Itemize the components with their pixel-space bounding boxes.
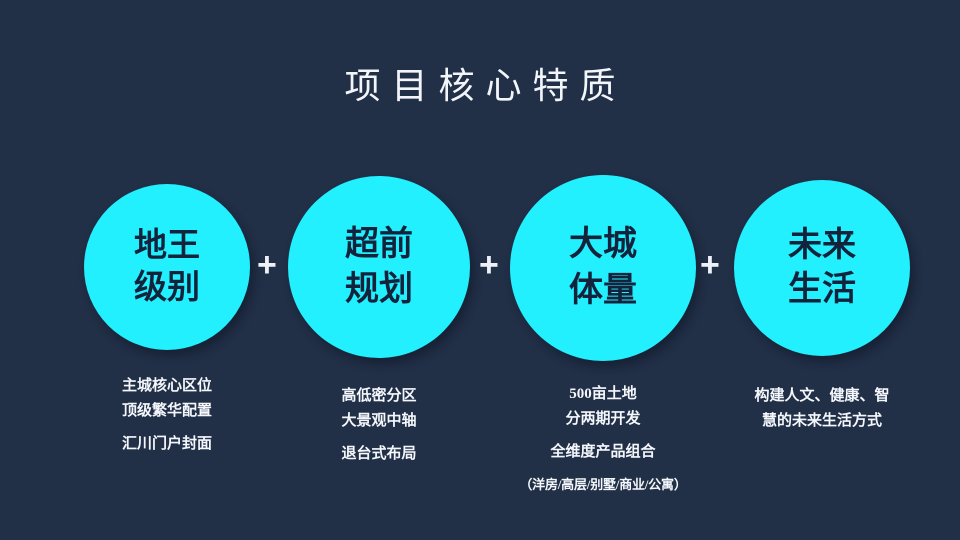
feature-caption-3-line-3: 全维度产品组合	[550, 444, 656, 460]
feature-caption-3-line-2: 分两期开发	[565, 411, 641, 427]
feature-caption-1-line-3: 汇川门户封面	[121, 436, 212, 452]
feature-bubble-1-line-1: 地王	[134, 228, 200, 264]
plus-icon-2: +	[479, 246, 499, 284]
feature-bubble-1-line-2: 级别	[134, 270, 200, 306]
feature-caption-1: 主城核心区位 顶级繁华配置 汇川门户封面	[67, 374, 267, 457]
feature-bubble-4-line-2: 生活	[788, 271, 856, 308]
feature-bubble-2-line-2: 规划	[345, 271, 413, 308]
page-title: 项目核心特质	[344, 66, 627, 106]
feature-bubble-4[interactable]: 未来 生活	[734, 180, 910, 356]
feature-caption-4-line-1: 构建人文、健康、智	[754, 388, 890, 404]
feature-caption-2-line-3: 退台式布局	[341, 446, 417, 462]
feature-column-2: 超前 规划 高低密分区 大景观中轴 退台式布局	[279, 175, 479, 467]
feature-bubble-4-line-1: 未来	[788, 227, 856, 264]
feature-caption-2: 高低密分区 大景观中轴 退台式布局	[279, 384, 479, 467]
feature-bubble-2[interactable]: 超前 规划	[288, 176, 470, 358]
feature-caption-1-line-1: 主城核心区位	[121, 378, 212, 394]
feature-caption-2-line-1: 高低密分区	[341, 388, 417, 404]
plus-icon-1: +	[257, 246, 277, 284]
feature-caption-4-line-2: 慧的未来生活方式	[761, 413, 882, 429]
feature-bubble-3-line-1: 大城	[569, 226, 637, 263]
feature-column-3: 大城 体量 500亩土地 分两期开发 全维度产品组合 （洋房/高层/别墅/商业/…	[503, 175, 703, 497]
feature-caption-2-line-2: 大景观中轴	[341, 413, 417, 429]
feature-caption-3: 500亩土地 分两期开发 全维度产品组合 （洋房/高层/别墅/商业/公寓）	[503, 382, 703, 497]
feature-column-1: 地王 级别 主城核心区位 顶级繁华配置 汇川门户封面	[67, 175, 267, 457]
feature-caption-1-line-2: 顶级繁华配置	[121, 403, 212, 419]
feature-caption-3-line-1: 500亩土地	[569, 386, 637, 402]
feature-bubble-2-line-1: 超前	[345, 226, 413, 263]
feature-bubble-3[interactable]: 大城 体量	[510, 175, 696, 361]
feature-caption-3-line-4: （洋房/高层/别墅/商业/公寓）	[519, 477, 687, 492]
plus-icon-3: +	[700, 246, 720, 284]
feature-bubble-1[interactable]: 地王 级别	[84, 184, 250, 350]
feature-bubble-3-line-2: 体量	[569, 272, 637, 309]
feature-caption-4: 构建人文、健康、智 慧的未来生活方式	[722, 384, 922, 434]
feature-column-4: 未来 生活 构建人文、健康、智 慧的未来生活方式	[722, 175, 922, 434]
